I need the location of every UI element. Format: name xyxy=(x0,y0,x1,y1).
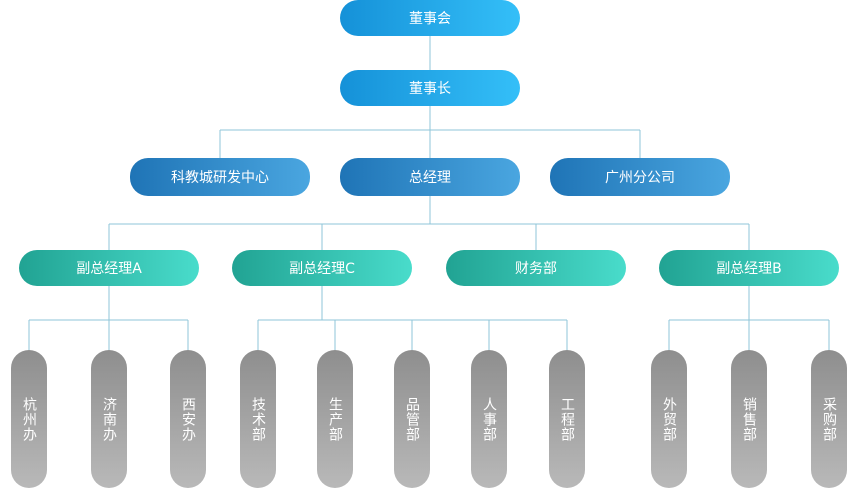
vp-a-node: 副总经理A xyxy=(19,250,199,286)
engineering-dept-label: 工程部 xyxy=(559,396,575,442)
tech-dept-node: 技术部 xyxy=(240,350,276,488)
tech-dept-label: 技术部 xyxy=(250,396,266,442)
finance-dept-node: 财务部 xyxy=(446,250,626,286)
jinan-office-node: 济南办 xyxy=(91,350,127,488)
vp-c-node: 副总经理C xyxy=(232,250,412,286)
general-manager-node: 总经理 xyxy=(340,158,520,196)
purchasing-dept-label: 采购部 xyxy=(821,396,837,442)
sales-dept-node: 销售部 xyxy=(731,350,767,488)
foreign-trade-dept-node: 外贸部 xyxy=(651,350,687,488)
chairman-node: 董事长 xyxy=(340,70,520,106)
engineering-dept-node: 工程部 xyxy=(549,350,585,488)
purchasing-dept-node: 采购部 xyxy=(811,350,847,488)
jinan-office-label: 济南办 xyxy=(101,396,117,442)
vp-b-node: 副总经理B xyxy=(659,250,839,286)
guangzhou-branch-node: 广州分公司 xyxy=(550,158,730,196)
sales-dept-label: 销售部 xyxy=(741,396,757,442)
foreign-trade-dept-label: 外贸部 xyxy=(661,396,677,442)
rd-center-node: 科教城研发中心 xyxy=(130,158,310,196)
hr-dept-node: 人事部 xyxy=(471,350,507,488)
quality-dept-node: 品管部 xyxy=(394,350,430,488)
xian-office-label: 西安办 xyxy=(180,396,196,442)
hr-dept-label: 人事部 xyxy=(481,396,497,442)
production-dept-label: 生产部 xyxy=(327,396,343,442)
xian-office-node: 西安办 xyxy=(170,350,206,488)
board-node: 董事会 xyxy=(340,0,520,36)
quality-dept-label: 品管部 xyxy=(404,396,420,442)
production-dept-node: 生产部 xyxy=(317,350,353,488)
hangzhou-office-label: 杭州办 xyxy=(21,396,37,442)
hangzhou-office-node: 杭州办 xyxy=(11,350,47,488)
